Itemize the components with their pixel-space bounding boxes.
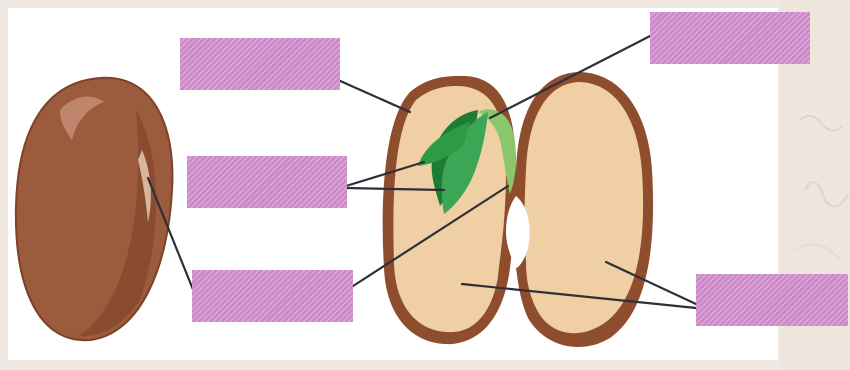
label-box-seed-coat — [180, 38, 340, 90]
label-box-cotyledon — [696, 274, 848, 326]
leader-seed-coat — [338, 80, 410, 112]
whole-bean — [16, 78, 173, 340]
label-box-embryo-leaves — [187, 156, 347, 208]
split-bean — [383, 72, 653, 347]
label-box-radicle — [650, 12, 810, 64]
label-box-hilum — [192, 270, 353, 322]
